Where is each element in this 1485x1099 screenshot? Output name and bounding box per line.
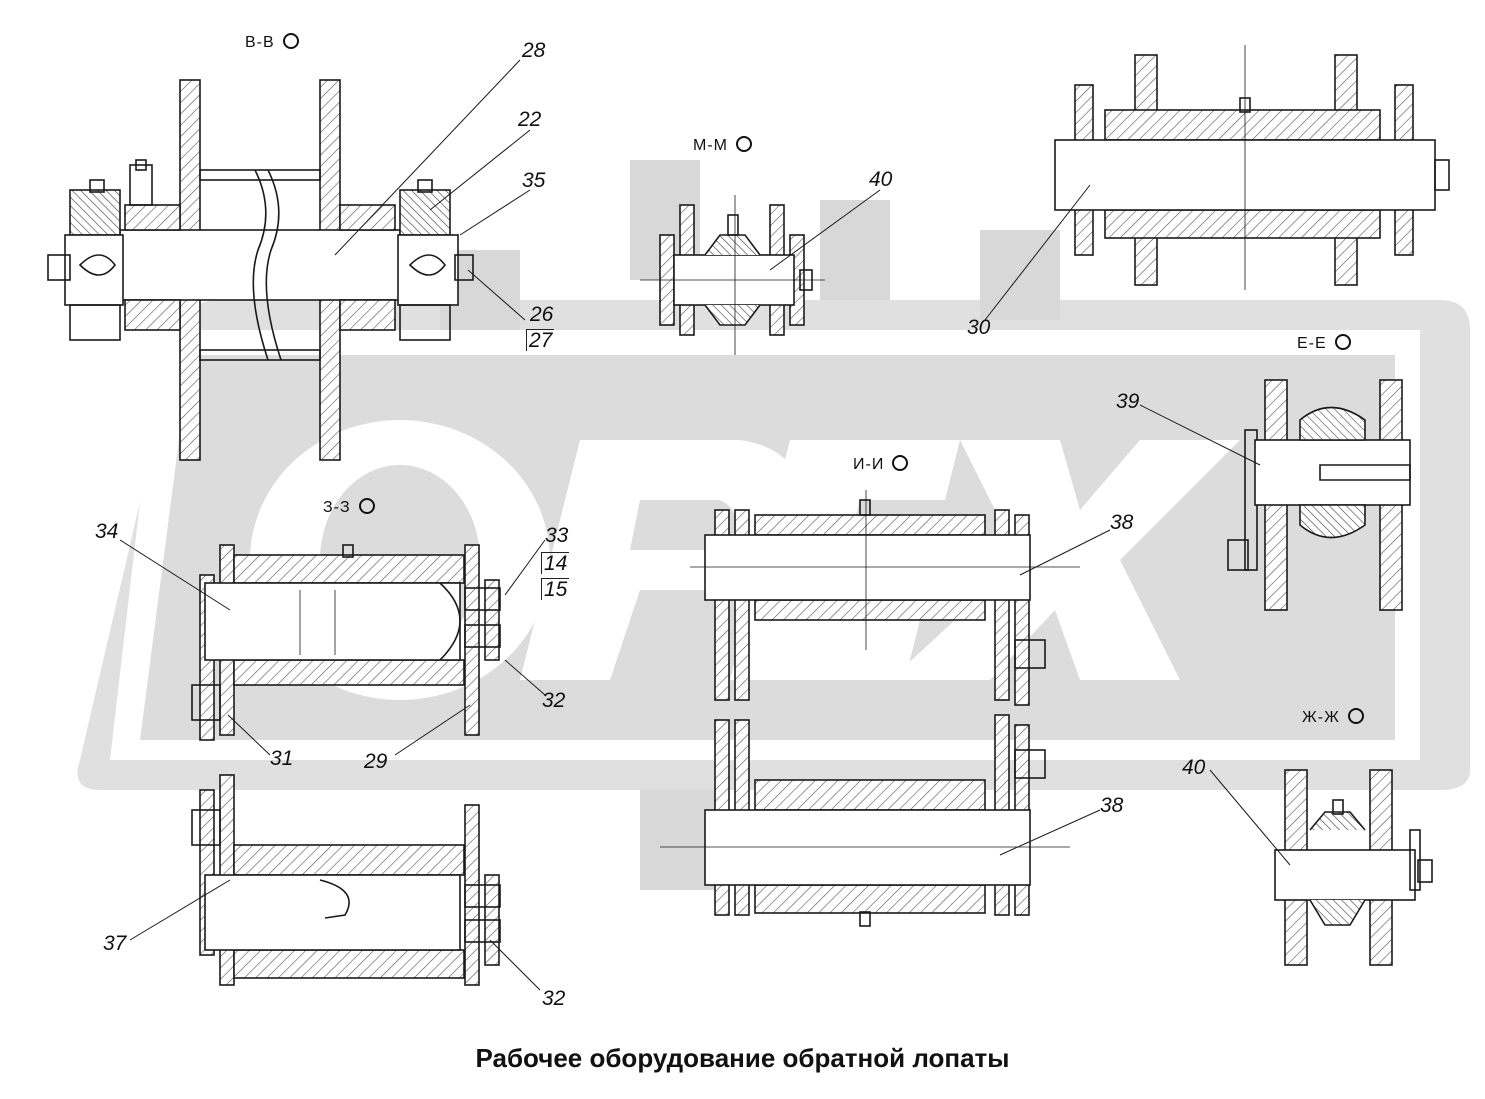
callout-34: 34 (95, 520, 119, 543)
callout-40-top: 40 (869, 168, 893, 191)
section-title-ee: Е-Е (1297, 334, 1351, 352)
callout-31: 31 (270, 747, 294, 770)
section-title-mm-text: М-М (693, 137, 728, 154)
section-ee-drawing (1227, 379, 1411, 611)
callout-37: 37 (103, 932, 127, 955)
callout-40-lower: 40 (1182, 756, 1206, 779)
section-title-zz-text: З-З (323, 499, 351, 516)
leader-lines (119, 59, 1291, 991)
drawing-caption: Рабочее оборудование обратной лопаты (475, 1043, 1010, 1073)
callout-28: 28 (522, 39, 546, 62)
section-mm-drawing (640, 195, 825, 355)
section-title-ii-text: И-И (853, 456, 885, 473)
section-marker-icon (735, 136, 752, 152)
section-title-zhzh: Ж-Ж (1302, 708, 1364, 726)
section-marker-icon (1334, 334, 1351, 350)
callout-29: 29 (364, 750, 388, 773)
callout-27: 27 (526, 329, 555, 351)
section-title-ii: И-И (853, 455, 909, 473)
section-ii-drawing (690, 490, 1080, 706)
callout-32-upper: 32 (542, 689, 566, 712)
section-marker-icon (1347, 708, 1364, 724)
section-title-zhzh-text: Ж-Ж (1302, 709, 1340, 726)
section-marker-icon (358, 498, 375, 514)
callout-15: 15 (541, 578, 570, 600)
callout-26: 26 (530, 303, 554, 326)
callout-14: 14 (541, 552, 570, 574)
section-30-drawing (1054, 45, 1450, 290)
section-38-lower-drawing (660, 714, 1070, 927)
section-37-drawing (191, 774, 501, 986)
section-title-ee-text: Е-Е (1297, 335, 1327, 352)
callout-39: 39 (1116, 390, 1140, 413)
callout-30: 30 (967, 316, 991, 339)
callout-38-upper: 38 (1110, 511, 1134, 534)
callout-33: 33 (545, 524, 569, 547)
section-title-zz: З-З (323, 498, 375, 516)
section-marker-icon (282, 33, 299, 49)
section-zz-drawing (191, 544, 501, 741)
callout-32-lower: 32 (542, 987, 566, 1010)
callout-22: 22 (518, 108, 542, 131)
section-title-mm: М-М (693, 136, 752, 154)
callout-35: 35 (522, 169, 546, 192)
section-zhzh-drawing (1274, 769, 1433, 966)
section-title-bb-text: В-В (245, 34, 275, 51)
section-title-bb: В-В (245, 33, 299, 51)
section-marker-icon (892, 455, 909, 471)
section-bb-drawing (47, 79, 474, 461)
callout-38-lower: 38 (1100, 794, 1124, 817)
